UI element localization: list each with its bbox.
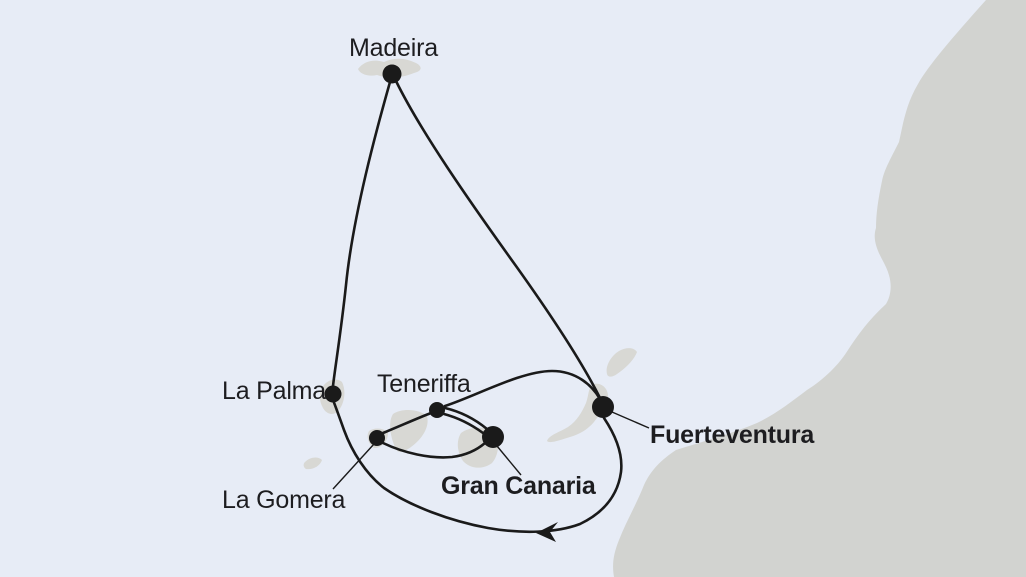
route-leg-lagomera-grancanaria [381,441,487,459]
route-leg-madeira-fuerteventura [394,79,602,400]
port-label-teneriffa: Teneriffa [377,370,471,398]
port-label-la-gomera: La Gomera [222,486,346,514]
route-leg-teneriffa-grancanaria-2 [442,412,485,435]
port-dot-lagomera [369,430,385,446]
leader-line-grancanaria [496,445,522,476]
route-leg-teneriffa-grancanaria-1 [443,406,489,431]
route-leg-madeira-lapalma [331,80,392,388]
port-dot-madeira [382,64,402,84]
port-label-madeira: Madeira [349,34,438,62]
route-leg-fuerteventura-lapalma-loop [331,398,623,534]
port-label-gran-canaria: Gran Canaria [441,472,596,500]
leader-line-lagomera [332,443,375,490]
port-dot-teneriffa [429,402,445,418]
direction-arrow-icon [536,522,558,542]
africa-landmass [613,0,1026,577]
port-dot-lapalma [324,385,342,403]
port-dot-fuerteventura [592,396,614,418]
island-lanzarote [606,348,637,377]
island-fuerteventura [547,383,608,443]
port-label-fuerteventura: Fuerteventura [650,421,815,449]
island-el-hierro [303,457,322,470]
route-leg-teneriffa-fuerteventura [443,369,602,408]
island-tenerife [390,410,428,452]
port-dot-grancanaria [482,426,504,448]
port-label-la-palma: La Palma [222,377,327,405]
route-leg-lagomera-teneriffa [381,411,433,435]
leader-line-fuerteventura [611,411,650,429]
